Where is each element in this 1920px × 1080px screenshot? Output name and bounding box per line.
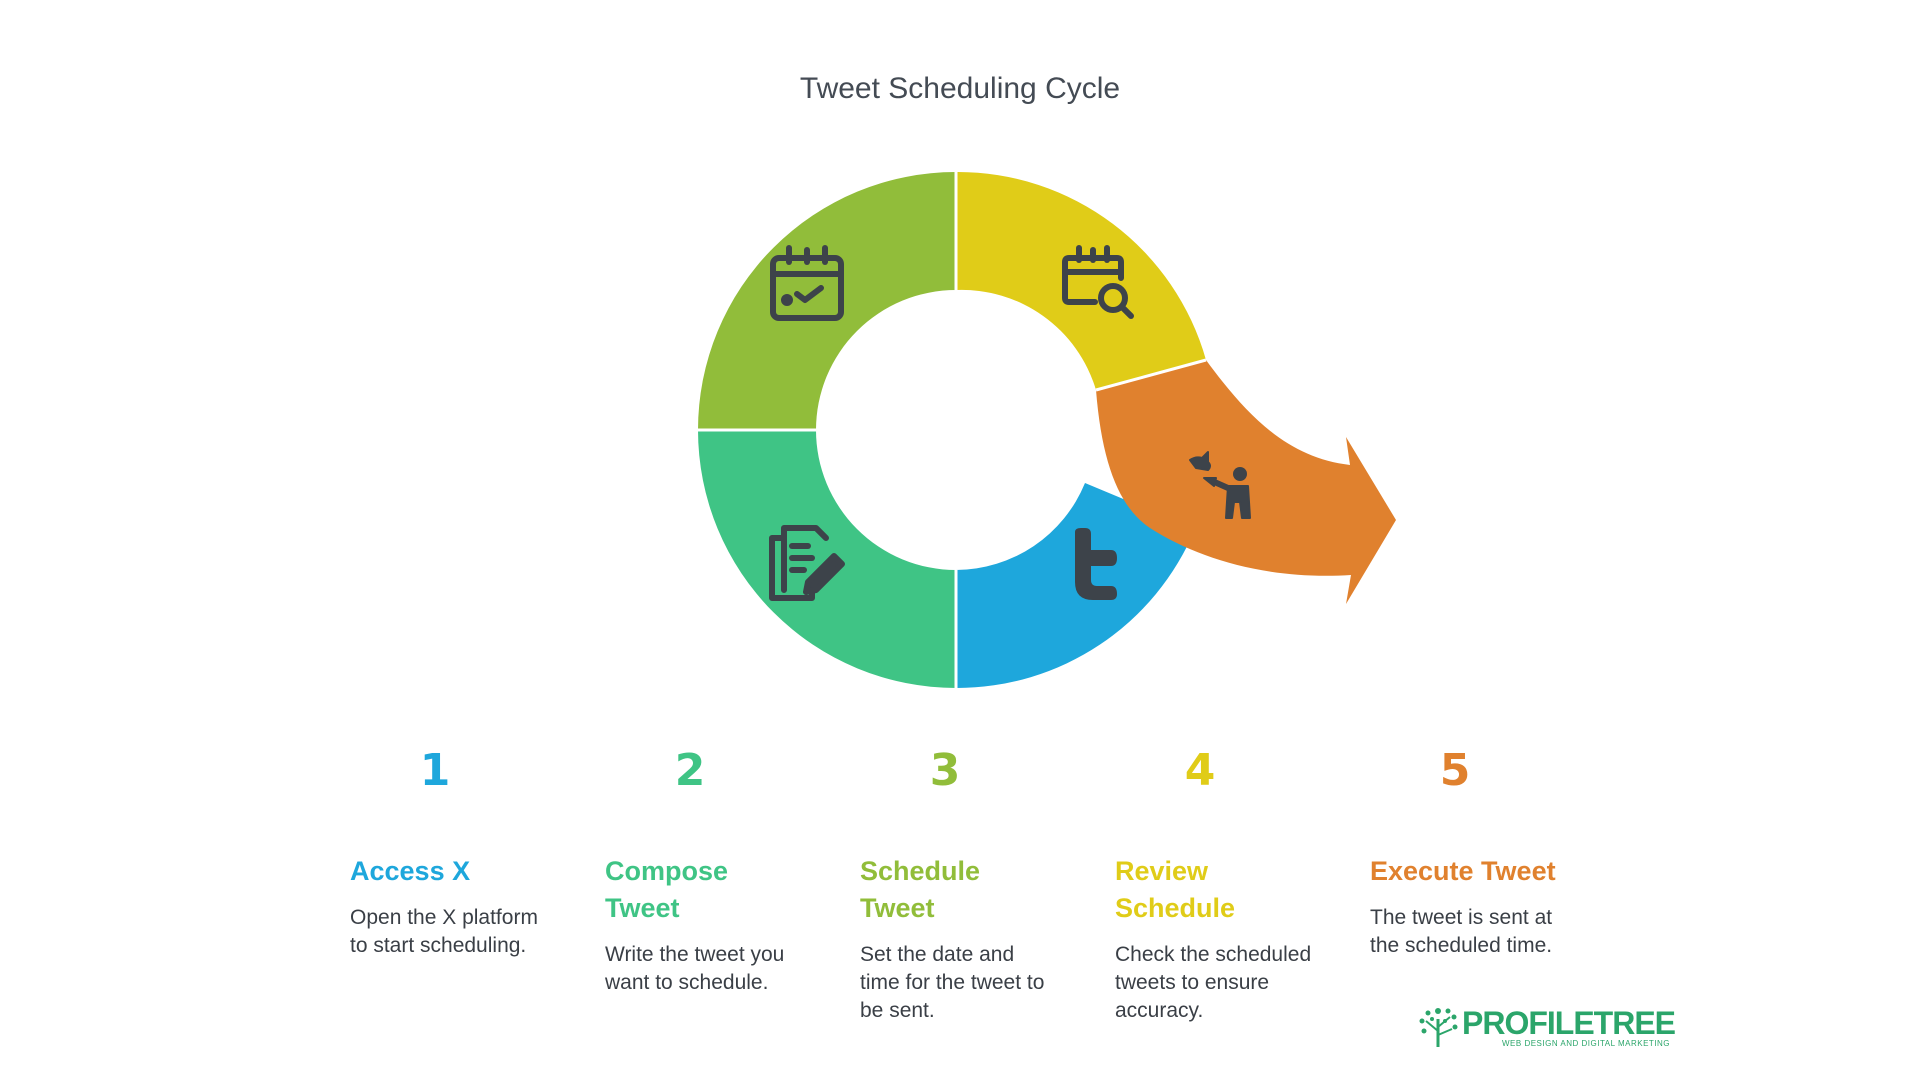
twitter-bird-icon bbox=[1075, 528, 1117, 600]
step-desc-2-line2: want to schedule. bbox=[605, 971, 769, 994]
diagram-title: Tweet Scheduling Cycle bbox=[799, 72, 1121, 105]
step-title-2-line2: Tweet bbox=[605, 893, 680, 923]
step-desc-3: Set the date and time for the tweet to b… bbox=[860, 941, 1090, 1025]
step-desc-1: Open the X platform to start scheduling. bbox=[350, 904, 580, 960]
step-title-4-line2: Schedule bbox=[1115, 893, 1236, 923]
tree-icon bbox=[1419, 1008, 1458, 1047]
calendar-search-icon bbox=[1062, 245, 1134, 319]
step-desc-4: Check the scheduled tweets to ensure acc… bbox=[1115, 941, 1345, 1025]
step-desc-1-line1: Open the X platform bbox=[350, 906, 538, 929]
step-desc-4-line2: tweets to ensure bbox=[1115, 971, 1270, 994]
step-title-2-line1: Compose bbox=[605, 856, 729, 886]
step-desc-1-line2: to start scheduling. bbox=[350, 934, 527, 957]
logo-tagline: WEB DESIGN AND DIGITAL MARKETING bbox=[1502, 1038, 1671, 1048]
segment-schedule-tweet bbox=[698, 172, 956, 430]
step-number-2: 2 bbox=[674, 745, 706, 796]
step-desc-3-line3: be sent. bbox=[860, 999, 935, 1022]
profiletree-logo[interactable]: PROFILETREE WEB DESIGN AND DIGITAL MARKE… bbox=[1418, 1004, 1676, 1049]
step-title-4: Review Schedule bbox=[1115, 853, 1345, 927]
step-desc-5-line1: The tweet is sent at bbox=[1370, 906, 1553, 929]
step-number-4: 4 bbox=[1184, 745, 1216, 796]
step-title-3-line2: Tweet bbox=[860, 893, 935, 923]
step-number-3: 3 bbox=[929, 745, 961, 796]
step-number-5: 5 bbox=[1439, 745, 1471, 796]
step-number-1: 1 bbox=[419, 745, 451, 796]
step-desc-5-line2: the scheduled time. bbox=[1370, 934, 1553, 957]
step-2: 2 Compose Tweet Write the tweet you want… bbox=[605, 745, 835, 997]
step-title-2: Compose Tweet bbox=[605, 853, 835, 927]
step-title-5: Execute Tweet bbox=[1370, 853, 1600, 890]
segment-review-schedule bbox=[956, 171, 1206, 390]
step-title-3-line1: Schedule bbox=[860, 856, 981, 886]
calendar-check-icon bbox=[770, 245, 844, 321]
step-title-5-line1: Execute Tweet bbox=[1370, 856, 1556, 886]
step-3: 3 Schedule Tweet Set the date and time f… bbox=[860, 745, 1090, 1025]
step-desc-3-line2: time for the tweet to bbox=[860, 971, 1045, 994]
logo-text: PROFILETREE WEB DESIGN AND DIGITAL MARKE… bbox=[1462, 1004, 1676, 1048]
step-5: 5 Execute Tweet The tweet is sent at the… bbox=[1370, 745, 1600, 960]
document-pencil-icon bbox=[769, 525, 845, 601]
logo-name: PROFILETREE bbox=[1462, 1004, 1676, 1041]
person-releasing-bird-icon bbox=[1189, 451, 1251, 519]
step-desc-4-line3: accuracy. bbox=[1115, 999, 1204, 1022]
segment-execute-tweet bbox=[1096, 360, 1396, 604]
step-4: 4 Review Schedule Check the scheduled tw… bbox=[1115, 745, 1345, 1025]
step-title-1-line1: Access X bbox=[350, 856, 471, 886]
step-desc-5: The tweet is sent at the scheduled time. bbox=[1370, 904, 1600, 960]
step-desc-2: Write the tweet you want to schedule. bbox=[605, 941, 835, 997]
step-title-4-line1: Review bbox=[1115, 856, 1209, 886]
step-1: 1 Access X Open the X platform to start … bbox=[350, 745, 580, 960]
step-desc-3-line1: Set the date and bbox=[860, 943, 1015, 966]
step-desc-4-line1: Check the scheduled bbox=[1115, 943, 1312, 966]
step-title-1: Access X bbox=[350, 853, 580, 890]
step-title-3: Schedule Tweet bbox=[860, 853, 1090, 927]
step-desc-2-line1: Write the tweet you bbox=[605, 943, 785, 966]
